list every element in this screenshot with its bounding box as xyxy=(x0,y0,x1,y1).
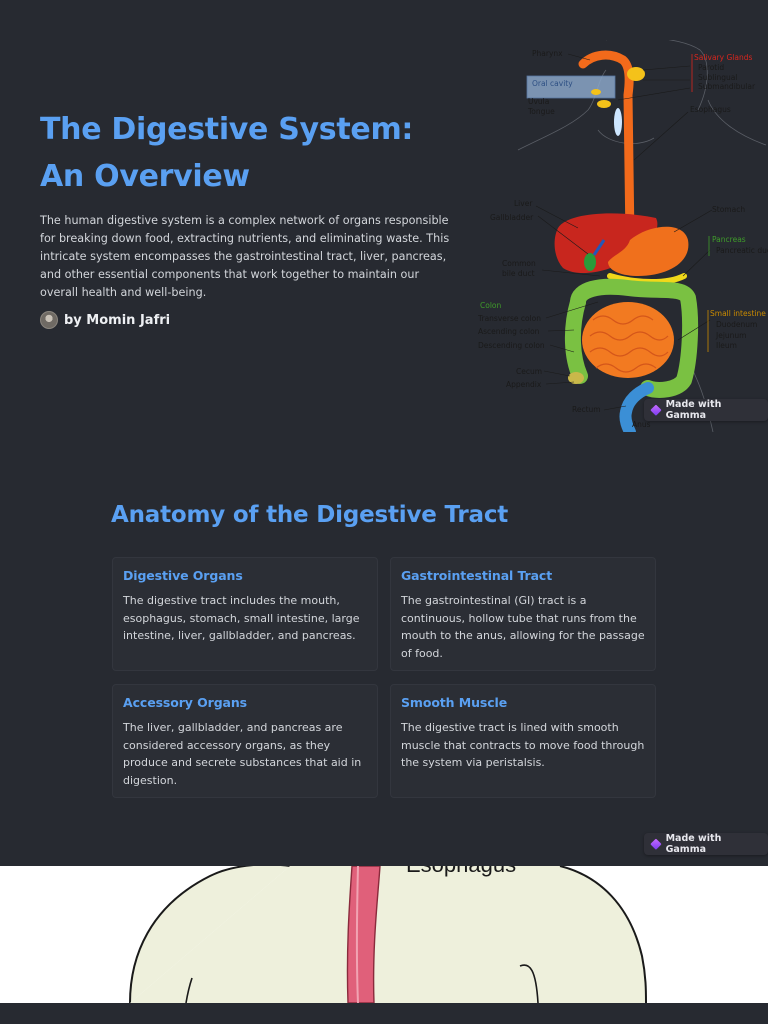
label-anus: Anus xyxy=(632,420,651,429)
badge-label: Made with Gamma xyxy=(665,833,722,855)
label-ascending-colon: Ascending colon xyxy=(478,327,540,336)
esophagus-illustration: Esophagus xyxy=(0,866,768,1003)
label-gallbladder: Gallbladder xyxy=(490,213,534,222)
label-pancreas: Pancreas xyxy=(712,235,746,244)
label-stomach: Stomach xyxy=(712,205,745,214)
badge-label: Made with Gamma xyxy=(665,399,722,421)
title-line-2: An Overview xyxy=(40,159,250,194)
title-slide: The Digestive System: An Overview The hu… xyxy=(0,0,768,440)
esophagus-drawing: Esophagus xyxy=(129,866,647,1003)
card-gastrointestinal-tract: Gastrointestinal Tract The gastrointesti… xyxy=(390,557,656,671)
card-body: The liver, gallbladder, and pancreas are… xyxy=(123,721,362,787)
card-accessory-organs: Accessory Organs The liver, gallbladder,… xyxy=(112,684,378,798)
label-pancreatic-duct: Pancreatic duct xyxy=(716,246,768,255)
card-body: The digestive tract includes the mouth, … xyxy=(123,594,360,642)
author-name: by Momin Jafri xyxy=(64,312,171,328)
card-title: Accessory Organs xyxy=(123,695,248,710)
label-rectum: Rectum xyxy=(572,405,601,414)
label-descending-colon: Descending colon xyxy=(478,341,545,350)
avatar xyxy=(40,311,58,329)
esophagus-label: Esophagus xyxy=(406,866,516,877)
label-parotid: Parotid xyxy=(698,63,724,72)
title-line-1: The Digestive System: xyxy=(40,112,414,147)
card-title: Gastrointestinal Tract xyxy=(401,568,553,583)
section-title: Anatomy of the Digestive Tract xyxy=(111,502,509,528)
label-bile-duct: bile duct xyxy=(502,269,535,278)
label-tongue: Tongue xyxy=(527,107,555,116)
intro-paragraph: The human digestive system is a complex … xyxy=(40,214,450,299)
card-body: The digestive tract is lined with smooth… xyxy=(401,721,645,769)
card-body: The gastrointestinal (GI) tract is a con… xyxy=(401,594,645,660)
label-duodenum: Duodenum xyxy=(716,320,757,329)
made-with-gamma-badge-2[interactable]: Made with Gamma xyxy=(644,833,768,855)
label-salivary-glands: Salivary Glands xyxy=(694,53,752,62)
gamma-logo-icon xyxy=(650,404,662,416)
label-submandibular: Submandibular xyxy=(698,82,756,91)
digestive-system-diagram: Pharynx Oral cavity Uvula Tongue Esophag… xyxy=(478,40,768,432)
gamma-logo-icon xyxy=(650,838,662,850)
card-smooth-muscle: Smooth Muscle The digestive tract is lin… xyxy=(390,684,656,798)
label-transverse-colon: Transverse colon xyxy=(478,314,541,323)
card-title: Digestive Organs xyxy=(123,568,243,583)
label-cecum: Cecum xyxy=(516,367,542,376)
label-liver: Liver xyxy=(514,199,533,208)
label-small-intestine: Small intestine xyxy=(710,309,766,318)
label-colon: Colon xyxy=(480,301,501,310)
label-esophagus: Esophagus xyxy=(690,105,731,114)
label-uvula: Uvula xyxy=(528,97,549,106)
label-jejunum: Jejunum xyxy=(715,331,746,340)
page-bottom-strip xyxy=(0,1003,768,1024)
label-sublingual: Sublingual xyxy=(698,73,737,82)
label-pharynx: Pharynx xyxy=(532,49,563,58)
page-title: The Digestive System: An Overview xyxy=(40,106,460,200)
label-appendix: Appendix xyxy=(506,380,542,389)
label-ileum: Ileum xyxy=(716,341,737,350)
label-oral-cavity: Oral cavity xyxy=(532,79,573,88)
made-with-gamma-badge[interactable]: Made with Gamma xyxy=(644,399,768,421)
card-digestive-organs: Digestive Organs The digestive tract inc… xyxy=(112,557,378,671)
author-byline: by Momin Jafri xyxy=(40,311,170,329)
card-title: Smooth Muscle xyxy=(401,695,508,710)
label-common: Common xyxy=(502,259,536,268)
